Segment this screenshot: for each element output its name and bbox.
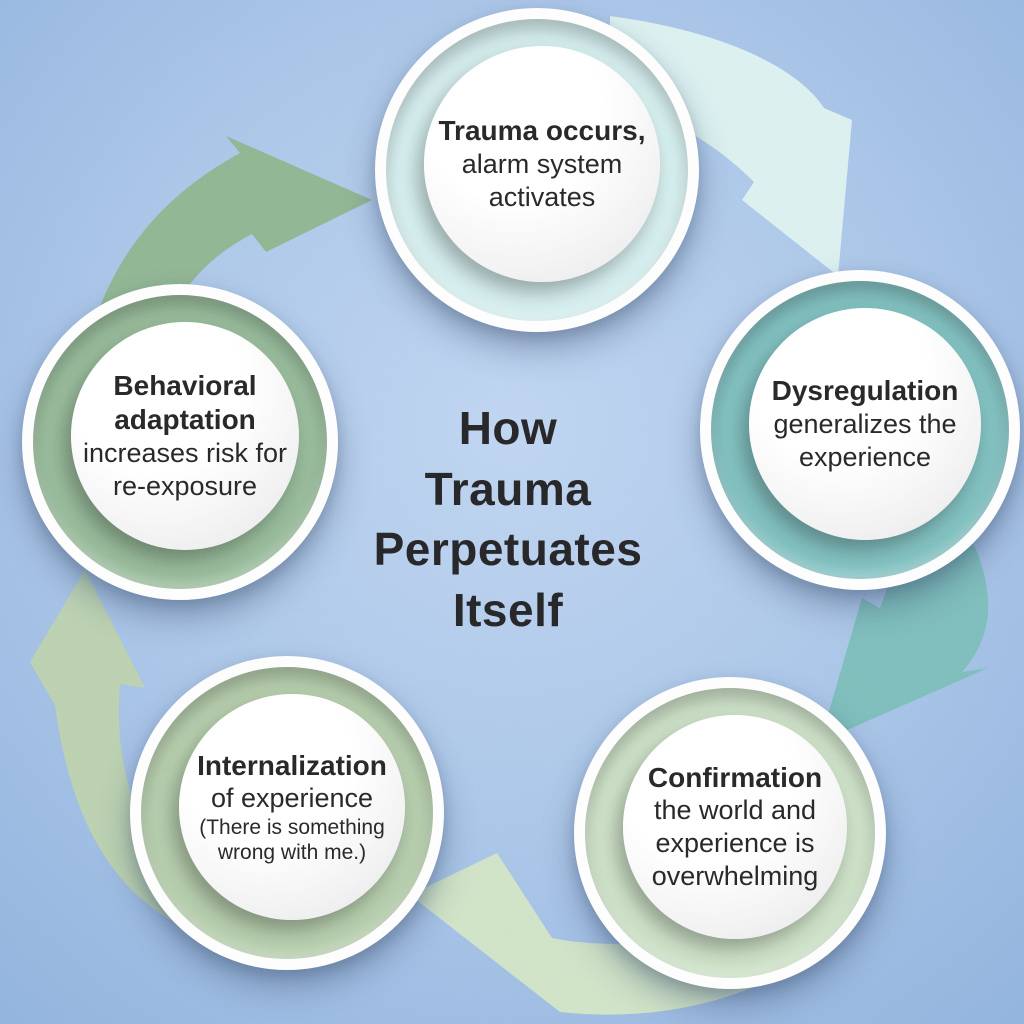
node-dysregulation-label: Dysregulation generalizes the experience — [749, 308, 981, 540]
node-body-line: alarm system — [461, 148, 623, 179]
node-note-line: (There is something — [199, 816, 385, 840]
diagram-title: How Trauma Perpetuates Itself — [358, 398, 658, 641]
node-body-line: the world and — [653, 795, 817, 826]
node-body-line: re-exposure — [112, 470, 258, 501]
node-confirmation: Confirmation the world and experience is… — [574, 677, 886, 989]
title-line: Itself — [452, 584, 564, 637]
node-internalization: Internalization of experience (There is … — [130, 656, 444, 970]
node-heading: Dysregulation — [771, 375, 959, 407]
node-dysregulation: Dysregulation generalizes the experience — [700, 270, 1020, 590]
node-body-line: overwhelming — [651, 861, 819, 892]
node-heading: Internalization — [197, 749, 387, 781]
node-heading: Trauma occurs, — [438, 115, 646, 147]
node-trauma-occurs: Trauma occurs, alarm system activates — [375, 8, 699, 332]
node-heading: Behavioral — [113, 370, 257, 402]
node-heading: Confirmation — [647, 761, 823, 793]
node-note-line: wrong with me.) — [217, 841, 367, 865]
node-body-line: experience is — [655, 828, 815, 859]
node-behavioral-label: Behavioral adaptation increases risk for… — [71, 322, 299, 550]
node-body-line: activates — [488, 181, 596, 212]
title-line: Perpetuates — [373, 523, 643, 576]
title-line: Trauma — [424, 462, 592, 515]
title-line: How — [458, 402, 558, 454]
node-internalization-label: Internalization of experience (There is … — [179, 694, 405, 920]
node-body-line: increases risk for — [82, 437, 288, 468]
node-body-line: generalizes the — [773, 408, 957, 439]
node-body-line: experience — [798, 441, 932, 472]
node-body-line: of experience — [210, 783, 374, 814]
node-behavioral-adaptation: Behavioral adaptation increases risk for… — [22, 284, 338, 600]
node-confirmation-label: Confirmation the world and experience is… — [623, 715, 847, 939]
node-trauma-label: Trauma occurs, alarm system activates — [424, 46, 660, 282]
node-heading: adaptation — [114, 404, 256, 436]
